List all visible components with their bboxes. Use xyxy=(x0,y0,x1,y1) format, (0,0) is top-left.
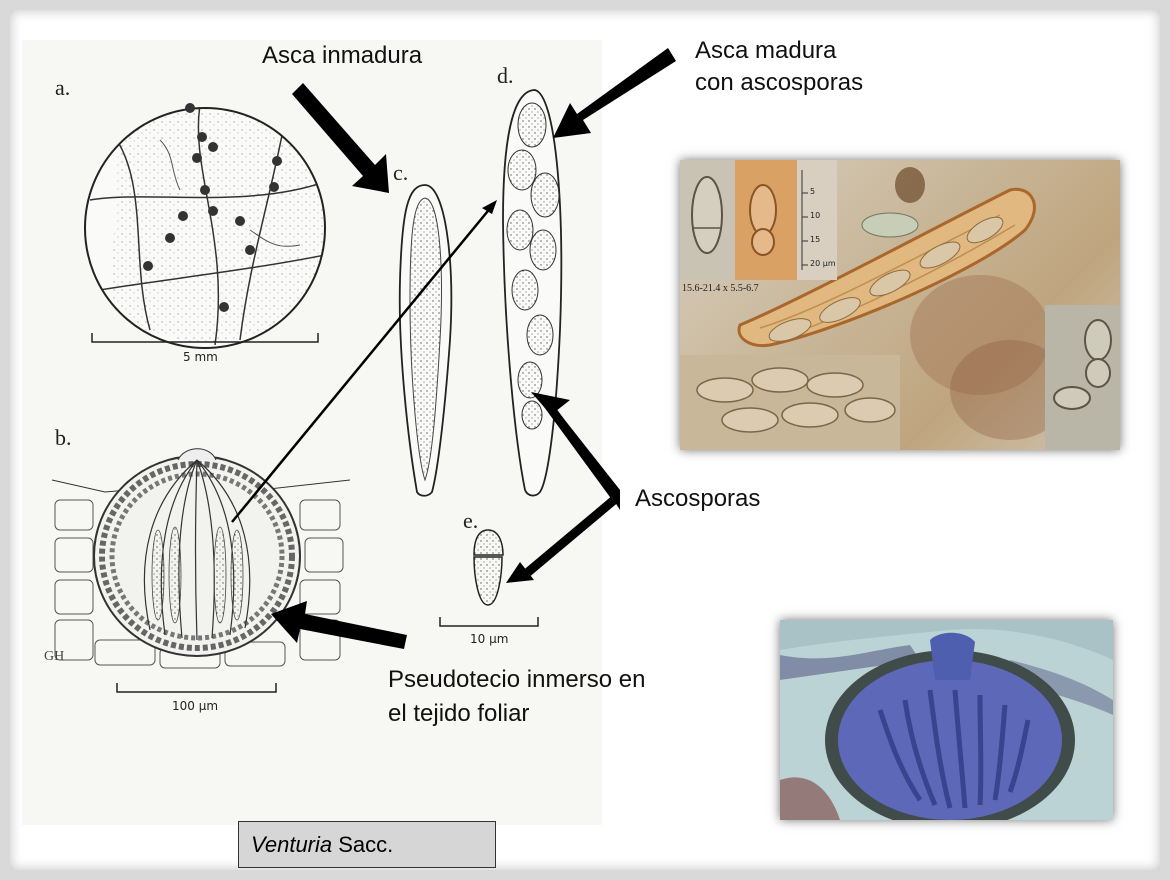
figure-label-b: b. xyxy=(55,425,72,451)
annotation-mature-ascus-line1: Asca madura xyxy=(695,35,836,67)
figure-label-c: c. xyxy=(393,160,408,186)
scale-label-a: 5 mm xyxy=(183,350,218,364)
genus-name: Venturia xyxy=(251,832,332,858)
immature-ascus-drawing xyxy=(400,185,452,496)
author-abbreviation: Sacc. xyxy=(332,832,393,858)
ruler-tick-label: 10 xyxy=(810,211,820,220)
spore-measurement-label: 15.6-21.4 x 5.5-6.7 xyxy=(682,283,759,294)
scale-label-e: 10 µm xyxy=(470,632,508,646)
annotation-immature-ascus: Asca inmadura xyxy=(262,40,422,72)
ruler-tick-label: 15 xyxy=(810,235,820,244)
annotation-mature-ascus-line2: con ascosporas xyxy=(695,67,863,99)
mature-ascus-drawing xyxy=(503,90,561,496)
genus-caption-box: Venturia Sacc. xyxy=(238,821,496,868)
annotation-pseudothecium-line1: Pseudotecio inmerso en xyxy=(388,664,645,696)
annotation-pseudothecium-line2: el tejido foliar xyxy=(388,698,529,730)
annotation-ascospores: Ascosporas xyxy=(635,483,760,515)
pseudothecium-section-drawing: GH xyxy=(44,449,350,668)
ruler-tick-label: 20 µm xyxy=(810,259,836,268)
stained-pseudothecium-photo xyxy=(780,620,1113,820)
ruler-tick-label: 5 xyxy=(810,187,815,196)
leaf-surface-drawing xyxy=(80,100,340,360)
scale-label-b: 100 µm xyxy=(172,699,218,713)
svg-text:GH: GH xyxy=(44,649,64,664)
figure-label-a: a. xyxy=(55,75,70,101)
figure-label-e: e. xyxy=(463,508,478,534)
figure-label-d: d. xyxy=(497,63,514,89)
micrograph-asci-photo: 15.6-21.4 x 5.5-6.7 5 10 15 20 µm xyxy=(680,160,1120,450)
single-ascospore-drawing xyxy=(474,530,503,605)
